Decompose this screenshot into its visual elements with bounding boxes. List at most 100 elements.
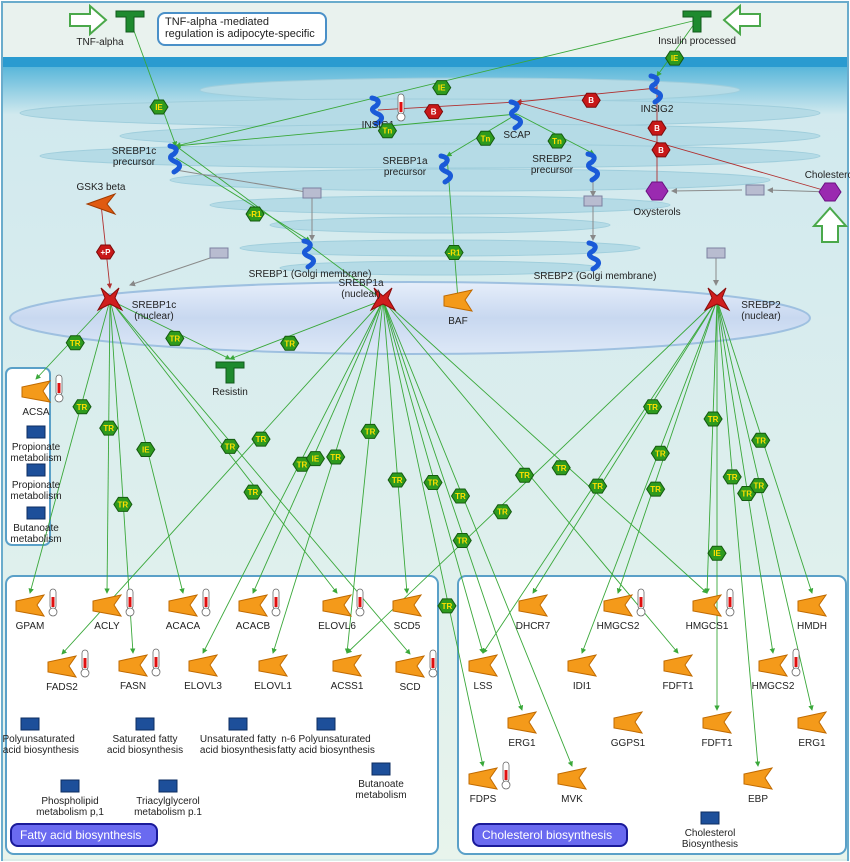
- s1cn-icon: [96, 287, 124, 312]
- node-fdps[interactable]: FDPS: [468, 761, 511, 805]
- edge-s2n-lss: [482, 299, 718, 654]
- node-tnf[interactable]: TNF-alpha: [76, 10, 145, 48]
- node-resistin[interactable]: Resistin: [212, 361, 248, 398]
- node-oxy[interactable]: Oxysterols: [633, 181, 681, 218]
- node-hmdh[interactable]: HMDH: [797, 594, 828, 632]
- node-fads2[interactable]: FADS2: [46, 649, 90, 693]
- fdft1a-label: FDFT1: [662, 681, 694, 692]
- svg-text:TR: TR: [225, 442, 236, 451]
- insig1-label: INSIG1: [362, 120, 395, 131]
- node-fasn[interactable]: FASN: [118, 648, 161, 692]
- ebp-label: EBP: [748, 794, 768, 805]
- node-s1g[interactable]: SREBP1 (Golgi membrane): [249, 238, 372, 280]
- acacb-label: ACACB: [236, 621, 271, 632]
- fatty-acid-biosynthesis-tag[interactable]: Fatty acid biosynthesis: [10, 823, 158, 847]
- node-insig1[interactable]: INSIG1: [362, 93, 406, 131]
- node-acacb[interactable]: ACACB: [236, 588, 281, 632]
- hmgcs1-thermometer-bulb: [725, 607, 735, 617]
- edge-tag-TR: TR: [452, 533, 472, 549]
- node-baf[interactable]: BAF: [443, 289, 474, 327]
- node-hmgcs2a[interactable]: HMGCS2: [597, 588, 646, 632]
- s1cn-label: (nuclear): [134, 311, 173, 322]
- node-chol[interactable]: Cholesterol: [805, 170, 850, 202]
- node-erg1a[interactable]: ERG1: [507, 711, 538, 749]
- node-acsa[interactable]: ACSA: [21, 374, 64, 418]
- fdps-thermometer-fill: [504, 770, 508, 780]
- node-gsk[interactable]: GSK3 beta: [77, 182, 126, 216]
- p_triac-label: metabolism p.1: [134, 807, 202, 818]
- mvk-label: MVK: [561, 794, 583, 805]
- node-scd5[interactable]: SCD5: [392, 594, 423, 632]
- edge-tag-TR: TR: [243, 484, 263, 500]
- node-gpam[interactable]: GPAM: [15, 588, 58, 632]
- s1ap-icon: [438, 153, 453, 185]
- node-s1cn[interactable]: SREBP1c(nuclear): [96, 287, 176, 322]
- node-mvk[interactable]: MVK: [557, 767, 588, 805]
- svg-text:TR: TR: [103, 424, 114, 433]
- node-acly[interactable]: ACLY: [92, 588, 135, 632]
- resistin-icon: [215, 361, 245, 384]
- node-idi1[interactable]: IDI1: [567, 654, 598, 692]
- edge-tag-IE: IE: [149, 99, 169, 115]
- node-lss[interactable]: LSS: [468, 654, 499, 692]
- svg-text:TR: TR: [365, 427, 376, 436]
- cholesterol-biosynthesis-tag[interactable]: Cholesterol biosynthesis: [472, 823, 628, 847]
- p_triac-label: Triacylglycerol: [136, 796, 200, 807]
- node-s1an[interactable]: SREBP1a(nuclear): [338, 278, 397, 312]
- fdft1b-icon: [702, 711, 733, 734]
- svg-text:TR: TR: [256, 435, 267, 444]
- node-insig2[interactable]: INSIG2: [641, 73, 674, 115]
- baf-icon: [443, 289, 474, 312]
- endoplasmic-reticulum: [19, 77, 821, 276]
- node-s2n[interactable]: SREBP2(nuclear): [703, 287, 781, 322]
- node-acss1[interactable]: ACSS1: [331, 654, 364, 692]
- acly-icon: [92, 594, 123, 617]
- node-ebp[interactable]: EBP: [743, 767, 774, 805]
- s2g-label: SREBP2 (Golgi membrane): [534, 271, 657, 282]
- node-ins[interactable]: Insulin processed: [658, 10, 736, 47]
- erg1b-label: ERG1: [798, 738, 826, 749]
- node-hmgcs1[interactable]: HMGCS1: [686, 588, 735, 632]
- svg-text:Tn: Tn: [383, 127, 393, 136]
- node-s2g[interactable]: SREBP2 (Golgi membrane): [534, 240, 657, 282]
- svg-text:TR: TR: [330, 453, 341, 462]
- node-scap[interactable]: SCAP: [503, 99, 531, 141]
- node-ggps1[interactable]: GGPS1: [611, 711, 646, 749]
- node-acaca[interactable]: ACACA: [166, 588, 211, 632]
- node-elovl3[interactable]: ELOVL3: [184, 654, 222, 692]
- svg-text:TR: TR: [753, 482, 764, 491]
- s1g-icon: [301, 238, 316, 270]
- node-erg1b[interactable]: ERG1: [797, 711, 828, 749]
- p_chol-label: Biosynthesis: [682, 839, 738, 850]
- acsa-icon: [21, 380, 52, 403]
- node-fdft1b[interactable]: FDFT1: [701, 711, 733, 749]
- edge-tag-TR: TR: [360, 423, 380, 439]
- node-elovl6[interactable]: ELOVL6: [318, 588, 365, 632]
- node-fdft1a[interactable]: FDFT1: [662, 654, 694, 692]
- node-hmgcs2b[interactable]: HMGCS2: [752, 648, 801, 692]
- hmgcs2a-thermometer-fill: [639, 597, 643, 607]
- node-elovl1[interactable]: ELOVL1: [254, 654, 292, 692]
- dhcr7-icon: [518, 594, 549, 617]
- baf-label: BAF: [448, 316, 467, 327]
- edge-scap-s1cp: [175, 113, 518, 149]
- node-dhcr7[interactable]: DHCR7: [516, 594, 551, 632]
- acss1-label: ACSS1: [331, 681, 364, 692]
- oxy-icon: [645, 181, 669, 201]
- node-scd[interactable]: SCD: [395, 649, 438, 693]
- acly-label: ACLY: [94, 621, 120, 632]
